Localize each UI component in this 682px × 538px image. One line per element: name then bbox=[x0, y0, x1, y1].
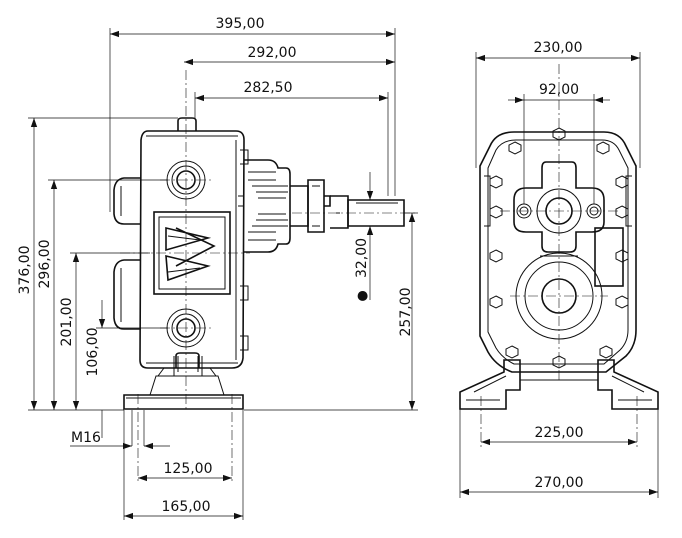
dim-base-width: 270,00 bbox=[535, 475, 584, 491]
front-view-feet bbox=[459, 359, 659, 410]
side-view-shaft bbox=[324, 195, 405, 229]
front-view-casing bbox=[479, 127, 637, 373]
side-view bbox=[113, 70, 416, 412]
dim-lower-port-height: 106,00 bbox=[85, 328, 101, 377]
front-view-nameplate bbox=[594, 227, 624, 287]
dim-upper-port-height: 296,00 bbox=[37, 240, 53, 289]
dim-foot-hole-spacing-front: 225,00 bbox=[535, 425, 584, 441]
dim-front-width: 230,00 bbox=[534, 40, 583, 56]
dim-port-bolt-spacing: 92,00 bbox=[539, 82, 579, 98]
dim-foot-hole-spacing-side: 125,00 bbox=[164, 461, 213, 477]
front-view-bolts bbox=[489, 127, 629, 369]
dim-shaft-center-height: 257,00 bbox=[398, 288, 414, 337]
dim-to-shaft-shoulder: 282,50 bbox=[244, 80, 293, 96]
dim-center-height: 201,00 bbox=[59, 298, 75, 347]
dim-overall-length: 395,00 bbox=[216, 16, 265, 32]
front-view bbox=[459, 64, 659, 410]
dim-bolt-thread: M16 bbox=[71, 430, 101, 446]
front-view-dimensions bbox=[459, 52, 659, 498]
side-view-bearing-housing bbox=[244, 159, 325, 253]
dim-to-shaft-end: 292,00 bbox=[248, 45, 297, 61]
side-view-casing bbox=[113, 117, 249, 369]
diameter-symbol: ● bbox=[355, 290, 370, 301]
dim-foot-length: 165,00 bbox=[162, 499, 211, 515]
side-view-base-foot bbox=[123, 356, 244, 410]
dim-total-height: 376,00 bbox=[17, 246, 33, 295]
side-view-dimensions bbox=[28, 28, 418, 520]
dim-shaft-diameter: 32,00 bbox=[354, 238, 370, 278]
